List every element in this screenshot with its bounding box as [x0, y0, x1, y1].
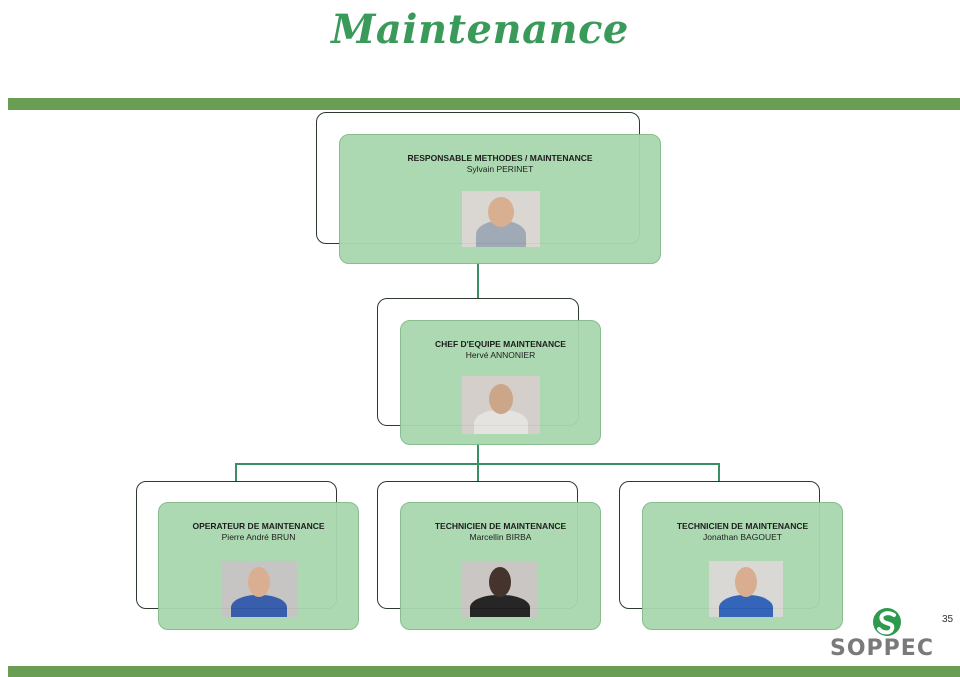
- portrait-photo: [462, 376, 540, 434]
- node-name: Pierre André BRUN: [221, 532, 296, 542]
- portrait-photo: [462, 191, 540, 247]
- connector-bus-left: [235, 463, 237, 483]
- soppec-logo-icon: [873, 608, 901, 636]
- node-role: TECHNICIEN DE MAINTENANCE: [676, 521, 809, 531]
- bottom-divider-band: [8, 666, 960, 677]
- node-role: RESPONSABLE METHODES / MAINTENANCE: [407, 153, 593, 163]
- node-name: Hervé ANNONIER: [465, 350, 536, 360]
- connector-l2-bus: [477, 443, 479, 465]
- slide-title: Maintenance: [331, 6, 629, 53]
- org-node-operateur: OPERATEUR DE MAINTENANCE Pierre André BR…: [158, 502, 359, 630]
- connector-bus-center: [477, 463, 479, 483]
- node-role: CHEF D'EQUIPE MAINTENANCE: [435, 339, 566, 349]
- org-node-technicien-1: TECHNICIEN DE MAINTENANCE Marcellin BIRB…: [400, 502, 601, 630]
- node-name: Jonathan BAGOUET: [703, 532, 782, 542]
- logo-text: SOPPEC: [830, 636, 934, 661]
- org-node-responsable-methodes: RESPONSABLE METHODES / MAINTENANCE Sylva…: [339, 134, 661, 264]
- portrait-photo: [462, 561, 538, 617]
- node-name: Sylvain PERINET: [466, 164, 534, 174]
- page-number: 35: [942, 614, 954, 625]
- node-name: Marcellin BIRBA: [469, 532, 532, 542]
- org-node-technicien-2: TECHNICIEN DE MAINTENANCE Jonathan BAGOU…: [642, 502, 843, 630]
- connector-l1-l2: [477, 262, 479, 320]
- top-divider-band: [8, 98, 960, 110]
- org-node-chef-equipe: CHEF D'EQUIPE MAINTENANCE Hervé ANNONIER: [400, 320, 601, 445]
- node-role: TECHNICIEN DE MAINTENANCE: [434, 521, 567, 531]
- portrait-photo: [221, 561, 297, 617]
- soppec-logo: SOPPEC: [822, 606, 956, 664]
- connector-bus-right: [718, 463, 720, 483]
- portrait-photo: [709, 561, 783, 617]
- node-role: OPERATEUR DE MAINTENANCE: [192, 521, 325, 531]
